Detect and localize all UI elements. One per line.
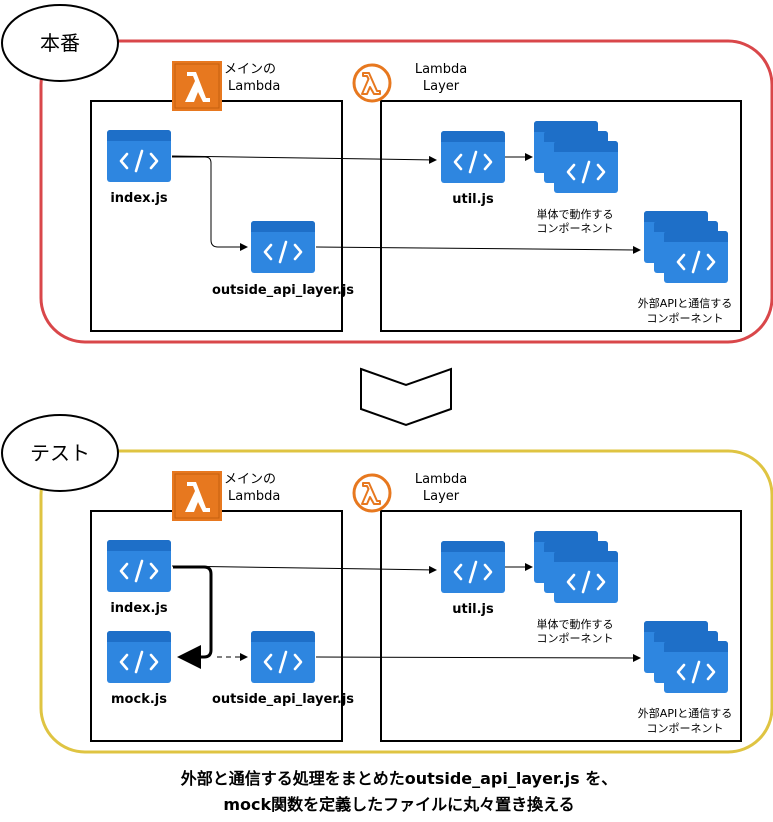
prod-index-file-icon — [105, 128, 173, 184]
test-util-label: util.js — [452, 602, 494, 617]
caption-line-2: mock関数を定義したファイルに丸々置き換える — [223, 795, 574, 814]
prod-external-label-1: 外部APIと通信する — [638, 296, 732, 310]
test-layer-label-1: Lambda — [415, 472, 467, 487]
test-external-label-2: コンポーネント — [647, 722, 724, 735]
test-external-label-1: 外部APIと通信する — [638, 706, 732, 720]
prod-main-lambda-label-2: Lambda — [228, 79, 280, 94]
prod-index-label: index.js — [110, 191, 168, 206]
test-outside-label: outside_api_layer.js — [212, 692, 354, 707]
prod-outside-to-external-arrow — [315, 245, 641, 254]
prod-util-label: util.js — [452, 192, 494, 207]
prod-layer-label-1: Lambda — [415, 62, 467, 77]
test-outside-to-external-arrow — [315, 653, 641, 662]
prod-standalone-stack-icon — [534, 121, 618, 193]
test-standalone-label-2: コンポーネント — [537, 632, 614, 645]
prod-env-bubble — [1, 4, 119, 82]
prod-lambda-layer-box — [380, 100, 742, 332]
prod-outside-label: outside_api_layer.js — [212, 283, 354, 298]
test-util-file-icon — [439, 539, 507, 595]
prod-standalone-label-2: コンポーネント — [537, 222, 614, 235]
test-env-label: テスト — [30, 441, 90, 465]
test-lambda-layer-box — [380, 510, 742, 742]
test-main-lambda-label-1: メインの — [224, 472, 276, 487]
test-external-stack-icon — [644, 621, 728, 693]
lambda-icon — [171, 470, 223, 522]
test-standalone-label-1: 単体で動作する — [537, 617, 614, 631]
prod-standalone-label-1: 単体で動作する — [537, 207, 614, 221]
test-layer-label-2: Layer — [423, 489, 460, 504]
prod-external-stack-icon — [644, 211, 728, 283]
test-main-lambda-label-2: Lambda — [228, 489, 280, 504]
prod-index-to-util-arrow — [171, 155, 437, 164]
lambda-icon — [171, 60, 223, 112]
prod-env-label: 本番 — [40, 31, 80, 55]
test-env-bubble — [1, 414, 119, 492]
test-index-label: index.js — [110, 601, 168, 616]
test-standalone-stack-icon — [534, 531, 618, 603]
prod-layer-label-2: Layer — [423, 79, 460, 94]
lambda-layer-icon — [352, 63, 392, 103]
prod-external-label-2: コンポーネント — [647, 312, 724, 325]
prod-main-lambda-label-1: メインの — [224, 62, 276, 77]
prod-util-file-icon — [439, 129, 507, 185]
test-index-file-icon — [105, 538, 173, 594]
lambda-layer-icon — [352, 473, 392, 513]
test-mock-label: mock.js — [111, 692, 167, 707]
test-mock-file-icon — [105, 629, 173, 685]
caption-line-1: 外部と通信する処理をまとめたoutside_api_layer.js を、 — [180, 769, 617, 788]
test-index-to-util-arrow — [171, 565, 437, 574]
test-environment-frame — [39, 449, 773, 754]
prod-index-to-outside-arrow — [172, 156, 248, 251]
prod-environment-frame — [39, 39, 773, 344]
test-index-to-mock-arrow — [173, 565, 213, 669]
transition-chevron — [360, 367, 452, 427]
prod-outside-file-icon — [249, 219, 317, 275]
test-outside-file-icon — [249, 629, 317, 685]
